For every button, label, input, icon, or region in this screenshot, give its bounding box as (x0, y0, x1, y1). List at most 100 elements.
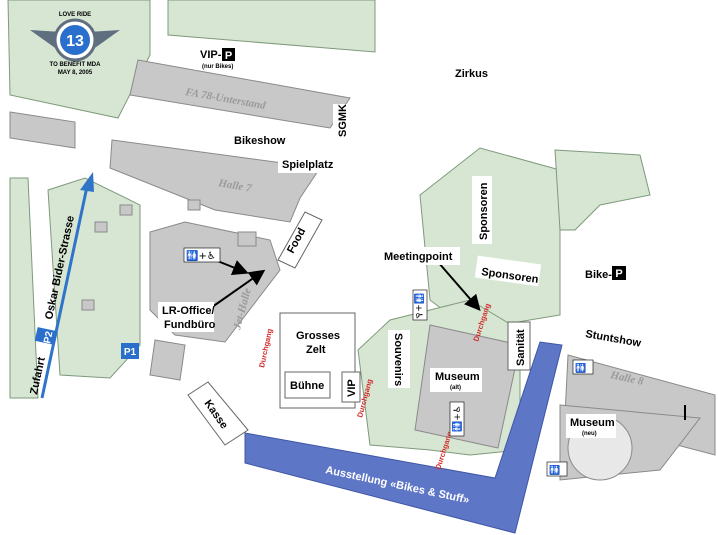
toilet-icon-4: 🚻 (572, 359, 594, 375)
pointer-lr-office (204, 269, 266, 313)
grosses-zelt-text-1: Grosses (296, 330, 340, 342)
vip-parking-icon-letter: P (225, 50, 232, 62)
vip-label: VIP (341, 371, 361, 403)
vip-text: VIP (346, 379, 358, 397)
vip-box (341, 371, 361, 403)
meetingpoint-text: Meetingpoint (384, 251, 453, 263)
logo-wing-right (88, 30, 120, 50)
souvenirs-label: Souvenirs (388, 330, 410, 388)
ausstellung-band (244, 341, 563, 534)
stuntshow-label: Stuntshow (578, 316, 646, 352)
tents (187, 312, 356, 446)
museum-alt-label: Museum (alt) (430, 368, 482, 392)
toilet-icon-5-box (546, 461, 568, 477)
bikeshow-text: Bikeshow (234, 135, 286, 147)
bike-parking-text: Bike- (585, 269, 612, 281)
toilet-icon-3: 🚻+♿ (449, 401, 465, 437)
p1-text: P1 (124, 347, 137, 358)
road-arrow-head-icon (80, 172, 94, 192)
building-strip-2 (149, 339, 186, 381)
vip-parking-sub: (nur Bikes) (202, 64, 233, 70)
hangar-7-shape (109, 139, 321, 223)
label-hangar-7: Halle 7 (216, 177, 252, 195)
facility-icons: 🚻+♿ 🚻+♿ 🚻+♿ 🚻 🚻 (183, 247, 594, 477)
museum-neu-text-1: Museum (570, 417, 615, 429)
grosses-zelt-label: Grosses Zelt Bühne (290, 330, 340, 392)
museum-neu-box (566, 414, 616, 438)
sponsoren-v-box (472, 176, 492, 244)
durchgang-1: Durchgang (257, 327, 274, 368)
souvenirs-box (388, 330, 410, 388)
logo-core (60, 25, 90, 55)
small-building-b (119, 204, 133, 216)
sponsoren-h-box (474, 255, 542, 287)
toilet-icon-3-glyph: 🚻+♿ (451, 405, 463, 432)
logo-bottom-text: TO BENEFIT MDA (50, 62, 102, 68)
zirkus-box (450, 64, 496, 82)
bikeshow-label: Bikeshow (229, 131, 289, 149)
toilet-icon-2: 🚻+♿ (412, 289, 428, 321)
toilet-icon-1-glyph: 🚻+♿ (186, 249, 216, 262)
museum-neu-text-2: (neu) (582, 431, 597, 437)
food-box (277, 211, 323, 269)
toilet-icon-3-box (449, 401, 465, 437)
logo-date-text: MAY 8, 2005 (58, 70, 93, 76)
souvenirs-text: Souvenirs (392, 333, 404, 386)
logo-wing-left (30, 30, 62, 50)
sponsoren-v-label: Sponsoren (472, 176, 492, 244)
bikeshow-box (229, 131, 289, 149)
road-line (40, 181, 90, 399)
green-sponsor-east (554, 149, 651, 231)
toilet-icon-5-glyph: 🚻 (549, 464, 560, 476)
spielplatz-label: Spielplatz (278, 155, 338, 173)
sgmk-text: SGMK (337, 104, 349, 137)
p1-box (121, 343, 139, 359)
toilet-icon-1-box (183, 247, 221, 263)
museum-alt-text-2: (alt) (450, 385, 461, 391)
green-left-strip (9, 177, 39, 399)
museum-neu-label: Museum (neu) (566, 414, 616, 438)
small-building-d (237, 231, 257, 247)
hangar-fa (129, 59, 351, 129)
p2-badge (34, 327, 58, 345)
vip-parking-label: VIP- P (nur Bikes) (195, 44, 247, 70)
bike-parking-icon-letter: P (615, 268, 622, 280)
green-top-strip (167, 0, 376, 53)
zirkus-label: Zirkus (450, 64, 496, 82)
vip-parking-icon (222, 48, 235, 61)
toilet-icon-1: 🚻+♿ (183, 247, 221, 263)
love-ride-logo: 13 LOVE RIDE TO BENEFIT MDA MAY 8, 2005 (30, 12, 120, 76)
museum-alt-text-1: Museum (435, 371, 480, 383)
toilet-icon-2-glyph: 🚻+♿ (413, 293, 425, 320)
museum-alt-box (430, 368, 482, 392)
p2-text: P2 (42, 330, 55, 345)
lr-office-text-1: LR-Office/ (162, 305, 215, 317)
stuntshow-box (578, 316, 646, 352)
logo-top-text: LOVE RIDE (59, 12, 91, 18)
sanitaet-text: Sanität (515, 329, 527, 366)
spielplatz-text: Spielplatz (282, 159, 334, 171)
small-building-a (94, 221, 108, 233)
zufahrt-road (40, 172, 94, 399)
green-west-field (47, 177, 141, 379)
kasse-shape (187, 381, 249, 446)
grosses-zelt-text-2: Zelt (306, 344, 326, 356)
buehne-text: Bühne (290, 380, 324, 392)
bike-parking-label: Bike- P (582, 265, 630, 283)
lr-office-text-2: Fundbüro (164, 319, 216, 331)
toilet-icon-2-box (412, 289, 428, 321)
sanitaet-box (507, 321, 531, 371)
bike-parking-icon (612, 266, 626, 280)
logo-number: 13 (66, 33, 84, 50)
small-building-c (81, 299, 95, 311)
toilet-icon-4-glyph: 🚻 (575, 362, 586, 374)
vip-parking-box (195, 44, 247, 70)
vip-parking-text: VIP- (200, 49, 222, 61)
small-building-e (187, 199, 201, 211)
meetingpoint-label: Meetingpoint (380, 247, 460, 265)
buehne-shape (284, 371, 331, 399)
lr-office-label: LR-Office/ Fundbüro (158, 302, 216, 332)
sponsoren-v-text: Sponsoren (478, 182, 490, 240)
sanitaet-label: Sanität (507, 321, 531, 371)
